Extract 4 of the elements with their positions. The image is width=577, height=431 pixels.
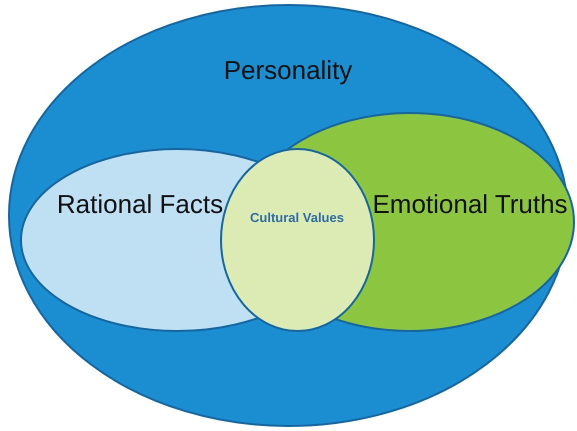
set-label: Rational Facts [56, 188, 224, 221]
set-label: Personality [222, 54, 354, 87]
set-label: Cultural Values [249, 210, 345, 227]
set-label: Emotional Truths [371, 188, 569, 221]
